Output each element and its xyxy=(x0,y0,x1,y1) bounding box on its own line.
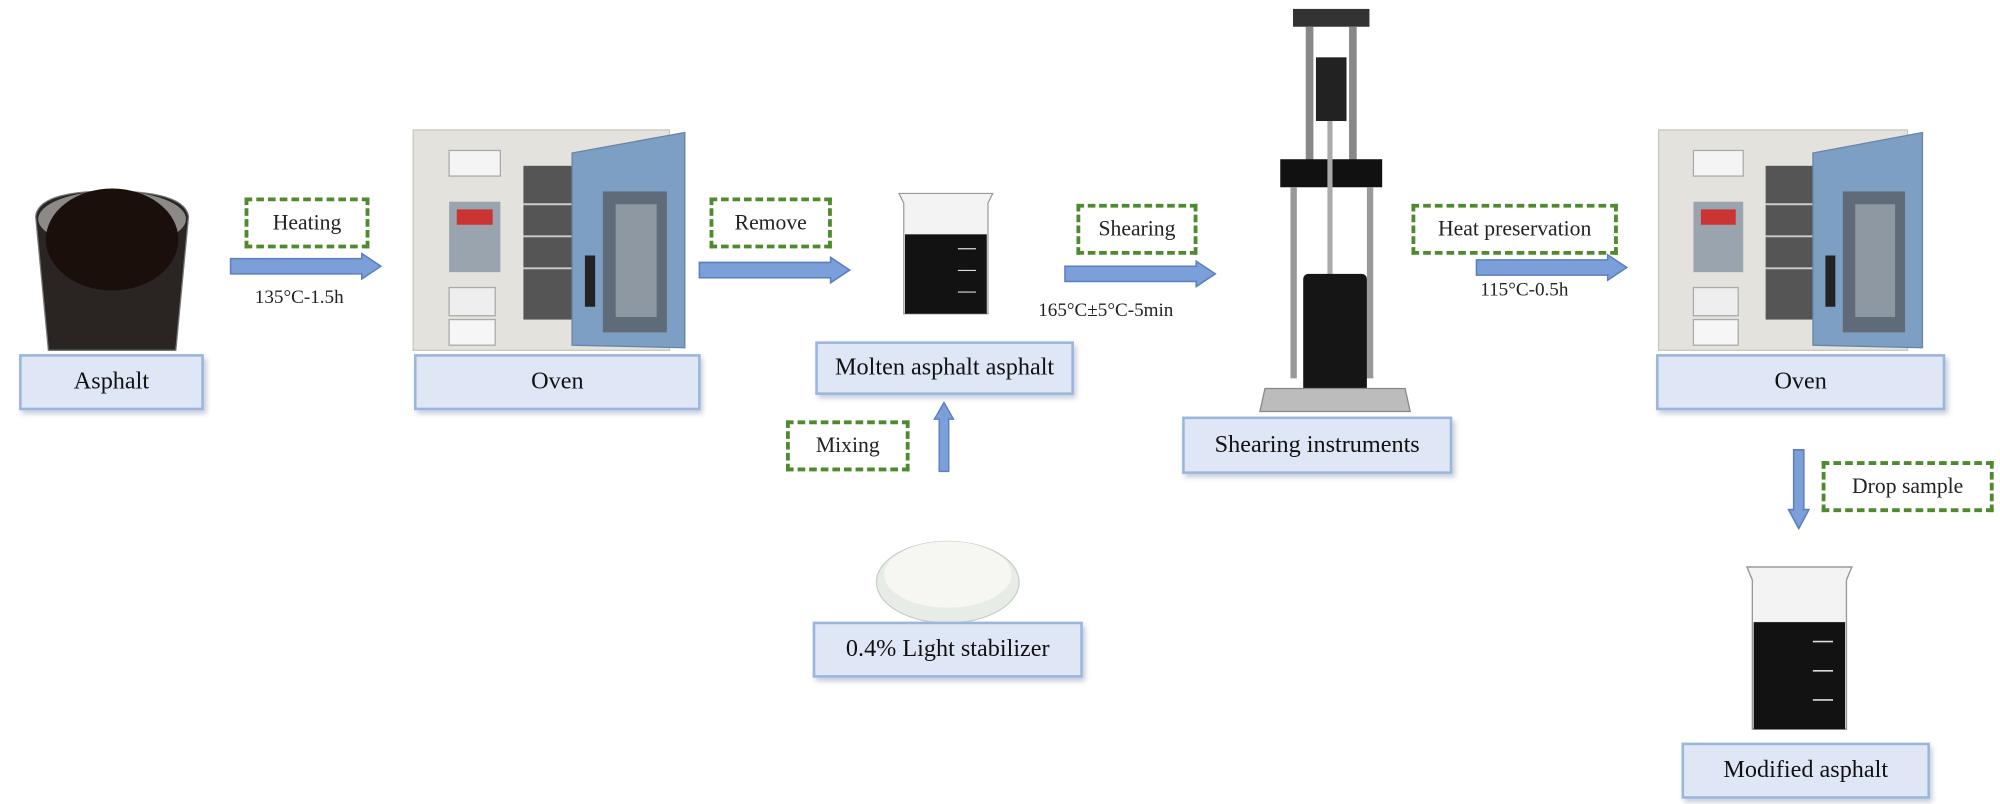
arrow-up-icon xyxy=(932,401,955,472)
arrow-right-icon xyxy=(1475,254,1628,282)
step-label: Remove xyxy=(734,210,807,235)
step-remove: Remove xyxy=(709,197,832,249)
node-oven-1: Oven xyxy=(414,354,701,411)
node-molten-asphalt: Molten asphalt asphalt xyxy=(815,341,1074,395)
condition-shearing: 165°C±5°C-5min xyxy=(1038,300,1174,322)
arrow-right-icon xyxy=(229,252,382,280)
node-asphalt: Asphalt xyxy=(19,354,204,411)
arrow-right-icon xyxy=(698,256,851,284)
oven-image xyxy=(410,127,693,351)
arrow-right-icon xyxy=(1064,260,1217,288)
step-mixing: Mixing xyxy=(785,420,910,472)
node-modified-asphalt: Modified asphalt xyxy=(1681,742,1930,799)
light-stabilizer-dish-image xyxy=(875,540,1020,624)
oven-image xyxy=(1656,127,1930,351)
node-oven-2: Oven xyxy=(1656,354,1946,411)
node-shearing-instruments: Shearing instruments xyxy=(1182,416,1453,474)
step-label: Mixing xyxy=(815,433,880,458)
condition-heat-preservation: 115°C-0.5h xyxy=(1480,280,1569,301)
modified-asphalt-beaker-image xyxy=(1739,561,1860,739)
step-label: Heat preservation xyxy=(1437,216,1592,241)
molten-beaker-image xyxy=(892,189,1000,321)
step-heat-preservation: Heat preservation xyxy=(1411,203,1618,255)
shearing-instrument-image xyxy=(1259,8,1412,413)
arrow-down-icon xyxy=(1787,448,1810,530)
condition-heating: 135°C-1.5h xyxy=(254,287,344,309)
asphalt-sample-image xyxy=(35,188,190,351)
node-light-stabilizer: 0.4% Light stabilizer xyxy=(812,621,1083,678)
step-label: Heating xyxy=(272,210,342,235)
node-label: Modified asphalt xyxy=(1723,756,1889,784)
node-label: Oven xyxy=(531,368,584,395)
step-label: Drop sample xyxy=(1852,473,1964,499)
node-label: Shearing instruments xyxy=(1214,431,1420,458)
step-label: Shearing xyxy=(1098,216,1176,241)
node-label: Asphalt xyxy=(73,368,150,395)
step-drop-sample: Drop sample xyxy=(1821,461,1994,513)
node-label: Oven xyxy=(1774,368,1827,395)
node-label: Molten asphalt asphalt xyxy=(835,354,1055,381)
step-heating: Heating xyxy=(244,197,370,249)
step-shearing: Shearing xyxy=(1076,203,1198,255)
node-label: 0.4% Light stabilizer xyxy=(845,635,1050,663)
